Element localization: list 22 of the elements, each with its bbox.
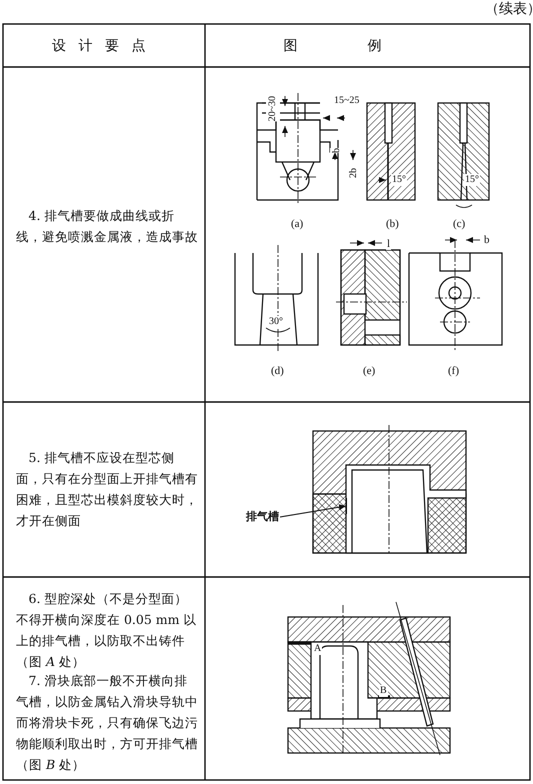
leader-line (280, 504, 346, 518)
figure-label: (c) (452, 218, 466, 230)
figure-label: (e) (362, 365, 376, 377)
design-note: 6. 型腔深处（不是分型面）不得开横向深度在 0.05 mm 以上的排气槽，以防取不出铸件（图 A 处） (16, 590, 198, 671)
callout-label: 排气槽 (246, 510, 279, 524)
design-note: 7. 滑块底部一般不开横向排气槽，以防金属钻入滑块导轨中而将滑块卡死，只有确保飞边污物能顺利取出时，方可开排气槽（图 B 处） (16, 672, 198, 774)
figure-label: (d) (270, 365, 285, 377)
column-header: 图例 (282, 37, 452, 56)
dimension-label: 20~30 (266, 96, 280, 122)
design-note: 4. 排气槽要做成曲线或折线，避免喷溅金属液，造成事故 (16, 207, 198, 246)
column-header: 设计要点 (50, 37, 160, 56)
point-label: A (313, 643, 322, 655)
figure-label: (f) (447, 365, 460, 377)
design-note: 5. 排气槽不应设在型芯侧面，只有在分型面上开排气槽有困难，且型芯出模斜度较大时，才开在侧面 (16, 449, 198, 530)
angle-label: 15° (464, 174, 480, 186)
figure-label: (b) (385, 218, 400, 230)
angle-label: 30° (268, 316, 284, 328)
point-label: B (379, 685, 388, 697)
dimension-label: b (483, 234, 490, 246)
figure-label: (a) (290, 218, 304, 230)
angle-label: 15° (391, 174, 407, 186)
dimension-label: l (386, 238, 392, 250)
